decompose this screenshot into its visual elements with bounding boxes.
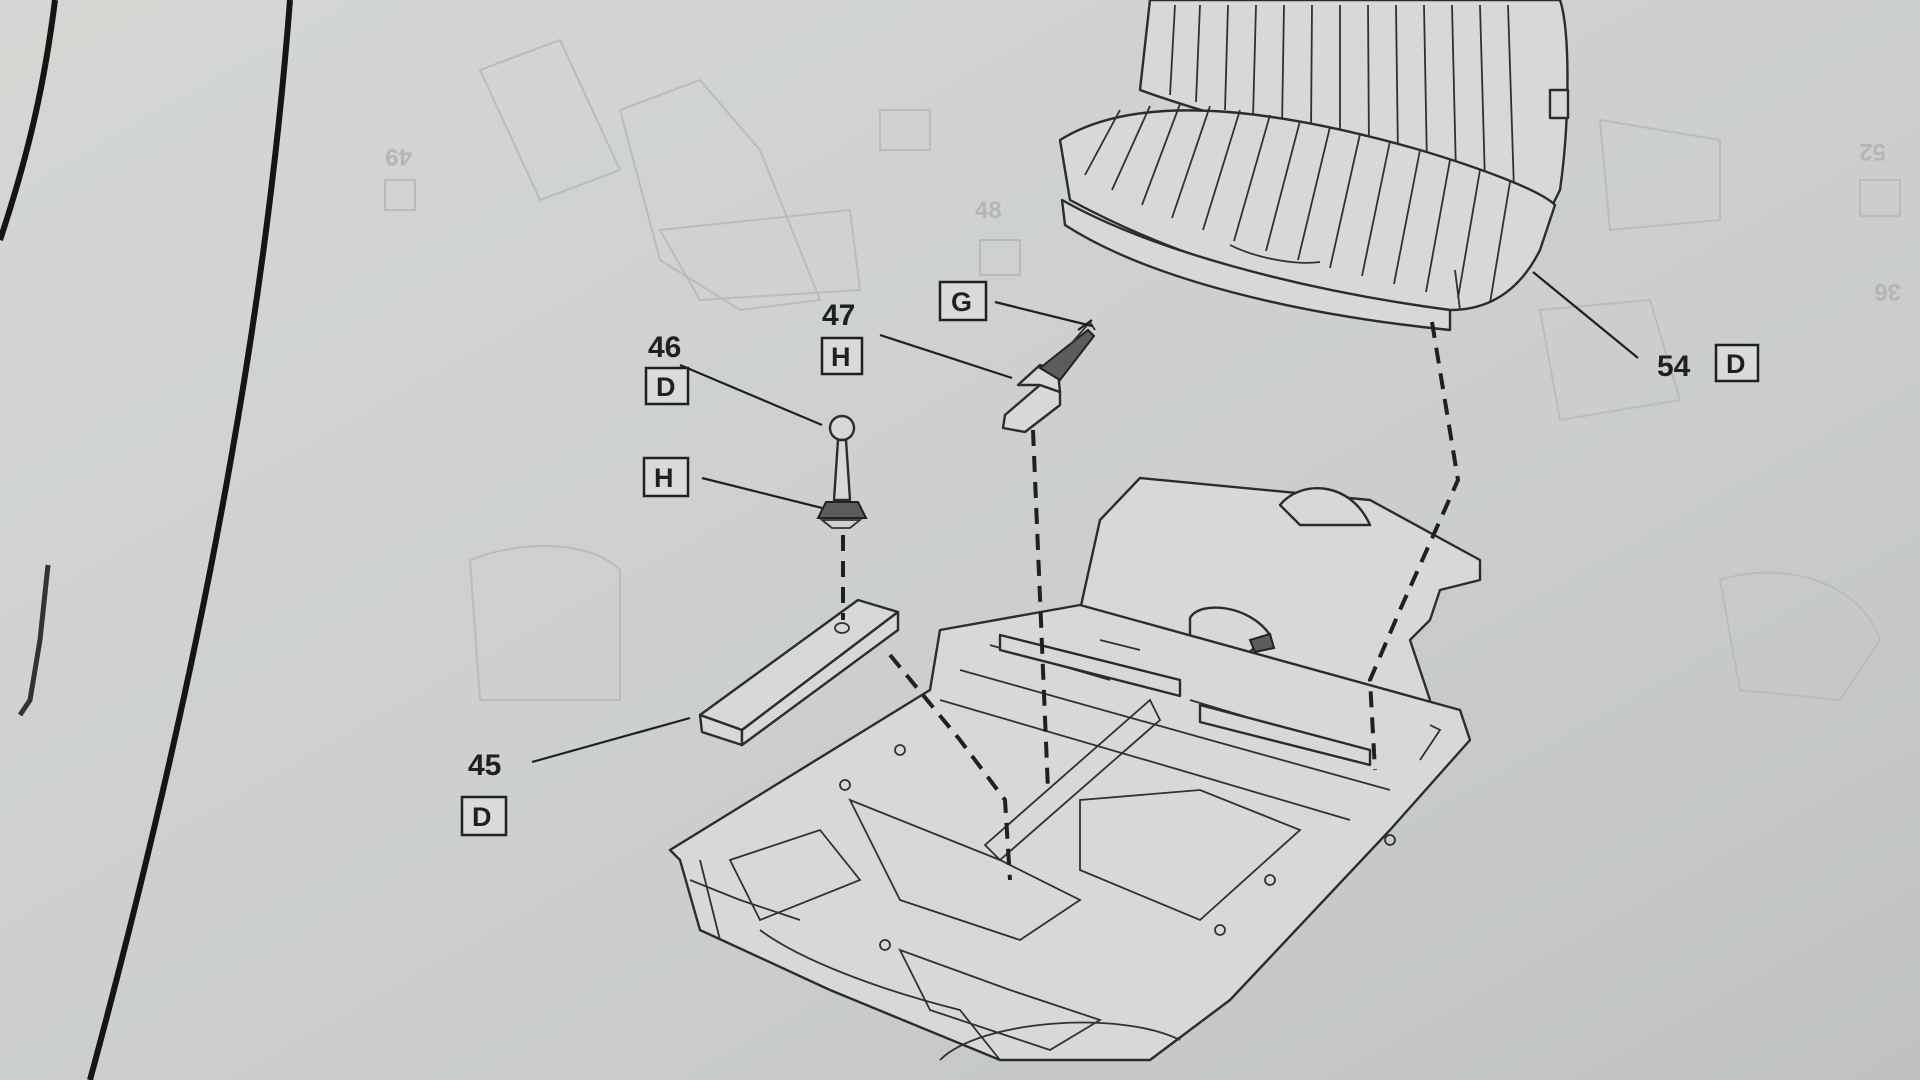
ghost-label-36: 36 (1874, 278, 1901, 305)
callout-46-letter: D (656, 372, 676, 402)
ghost-label-49: 49 (385, 143, 412, 170)
floor-pan (668, 476, 1482, 1062)
letter-h-lever: H (654, 463, 674, 493)
callout-54-letter-box (1714, 343, 1760, 383)
letter-g-box (938, 280, 988, 322)
page-edge-lines (0, 0, 293, 1080)
callout-46-number: 46 (648, 331, 681, 364)
bench-seat-part-54 (1058, 0, 1570, 332)
letter-h-box-lever (642, 456, 690, 498)
callout-54-letter: D (1726, 349, 1746, 379)
callout-45-letter-box (460, 795, 508, 837)
leader-lines (531, 271, 1639, 764)
console-box-part-45 (698, 598, 900, 747)
parking-brake-part-47 (1001, 319, 1096, 434)
callout-47-letter-box (820, 336, 864, 376)
callout-45-letter: D (472, 802, 492, 832)
letter-g: G (951, 287, 972, 317)
callout-54-number: 54 (1657, 350, 1691, 383)
callout-46-letter-box (644, 366, 690, 406)
ghost-label-52: 52 (1859, 138, 1886, 165)
assembly-guide-lines (841, 321, 1461, 881)
callout-45-number: 45 (468, 749, 501, 782)
callout-47-letter: H (831, 342, 851, 372)
ghost-artwork (384, 38, 1901, 702)
ghost-label-48: 48 (975, 197, 1002, 224)
shift-lever-part-46 (816, 414, 868, 529)
callout-47-number: 47 (822, 299, 855, 332)
